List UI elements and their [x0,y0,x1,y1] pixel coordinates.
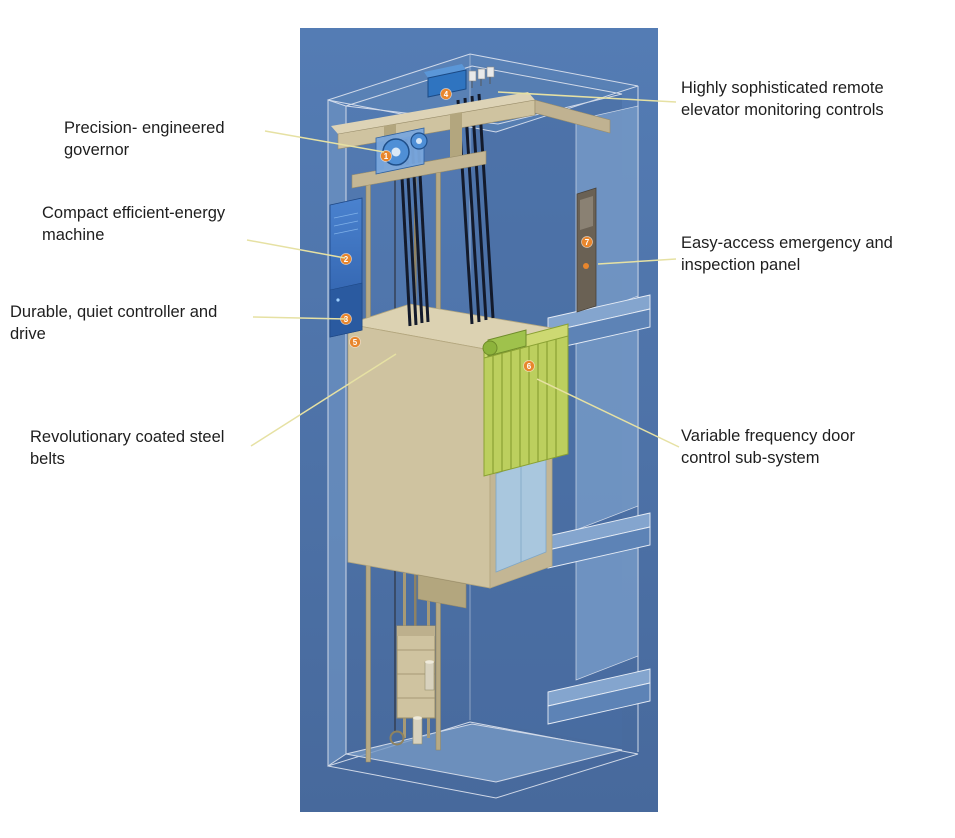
tension-sheave [389,730,405,746]
marker-machine [340,253,352,265]
label-controller: Durable, quiet controller and drive [10,302,217,346]
label-emergency-line1: Easy-access emergency and [681,234,893,252]
machine-vent [333,228,359,235]
controller-led [336,298,340,302]
elevator-shaft-scene: 1 2 3 4 5 6 7 [327,53,651,799]
marker-governor [380,150,392,162]
buffer-1-top [425,660,434,664]
monitoring-device [424,64,495,98]
door-operator-louvers [492,339,557,474]
leader-line-controller [252,316,347,320]
door-assembly [482,323,569,573]
belt [463,97,481,323]
monitoring-box-top [424,64,466,78]
marker-door [523,360,535,372]
beam-right-extension [534,99,611,134]
buffer-1 [424,661,435,691]
belt [470,95,488,321]
leader-line-door [536,378,680,448]
label-controller-line1: Durable, quiet controller and [10,303,218,321]
label-monitoring-line1: Highly sophisticated remote [681,79,884,97]
panel-screen [580,196,593,230]
label-controller-line2: drive [10,324,46,343]
marker-monitoring-number: 4 [444,90,449,99]
label-governor: Precision- engineered governor [64,118,225,162]
marker-monitoring [440,88,452,100]
label-governor-line2: governor [64,140,130,159]
label-door-line1: Variable frequency door [681,427,855,445]
floor-slabs [547,294,651,725]
label-emergency-line2: inspection panel [681,255,801,274]
pit-buffers [412,660,435,745]
panel-button [583,263,589,269]
label-belts-line1: Revolutionary coated steel [30,428,225,446]
leader-line-machine [246,239,346,259]
buffer-2 [412,717,423,745]
leader-line-emergency [597,258,677,265]
floor-slab-3-front [547,682,651,725]
label-machine-line1: Compact efficient-energy [42,204,226,222]
marker-emergency [581,236,593,248]
car-front-face [347,323,491,589]
label-door: Variable frequency door control sub-syst… [681,426,855,470]
label-machine: Compact efficient-energy machine [42,203,225,247]
monitoring-connector [477,68,486,80]
leader-line-belts [250,353,397,447]
marker-belts-number: 5 [353,338,358,347]
machine-vent [333,220,359,227]
label-belts: Revolutionary coated steel belts [30,427,224,471]
door-motor-end [482,340,498,356]
marker-governor-number: 1 [384,152,389,161]
emergency-inspection-panel [576,187,597,313]
marker-belts [349,336,361,348]
label-door-line2: control sub-system [681,448,820,467]
controller-drive-body [329,282,363,338]
label-machine-line2: machine [42,225,105,244]
main-beam-top [331,92,535,134]
counterweight-cap [397,626,435,636]
label-governor-line1: Precision- engineered [64,119,225,137]
car-safety-gear [417,574,467,609]
monitoring-box [427,69,467,98]
leader-line-governor [264,130,385,153]
monitoring-connector [486,66,495,78]
leader-line-monitoring [497,91,677,103]
part-markers: 1 2 3 4 5 6 7 [340,88,593,372]
buffer-2-top [413,716,422,720]
machine-vent [333,212,359,219]
label-monitoring-line2: elevator monitoring controls [681,100,884,119]
governor-hub-small [416,138,422,144]
right-wall-faces [575,105,639,681]
governor-hub-large [391,147,401,157]
marker-door-number: 6 [527,362,532,371]
marker-emergency-number: 7 [585,238,590,247]
lower-beam [351,150,487,189]
machine-unit [329,197,363,338]
belt [477,93,495,319]
marker-machine-number: 2 [344,255,349,264]
label-emergency: Easy-access emergency and inspection pan… [681,233,893,277]
right-wall-middle [575,320,639,531]
shaft-left-wall [327,99,347,767]
beam-post-2 [450,112,462,160]
label-monitoring: Highly sophisticated remote elevator mon… [681,78,884,122]
marker-controller-number: 3 [344,315,349,324]
leader-lines [246,91,680,448]
monitoring-connector [468,70,477,82]
label-belts-line2: belts [30,449,65,468]
